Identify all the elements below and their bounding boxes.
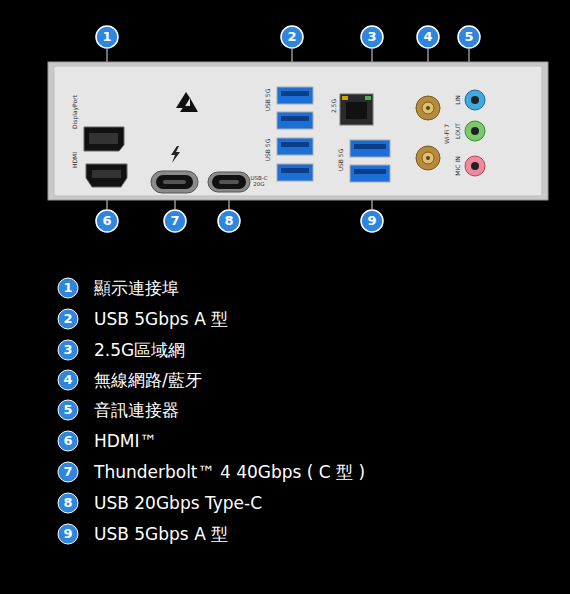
port-name: 2.5G區域網 xyxy=(94,341,185,360)
port-print: Wi-Fi 7 xyxy=(444,124,451,144)
callout-number: 1 xyxy=(102,30,111,44)
legend-number: 5 xyxy=(63,403,72,417)
legend-number: 6 xyxy=(63,434,72,448)
port-name: 顯示連接埠 xyxy=(94,279,179,298)
legend-number: 2 xyxy=(63,312,72,326)
callout-number: 5 xyxy=(464,30,473,44)
port-print: USB 5G xyxy=(265,139,272,162)
port-print: LOUT xyxy=(455,123,462,139)
port-name: HDMI™ xyxy=(94,432,157,451)
port-name: 無線網路/藍牙 xyxy=(94,371,202,390)
port-name: 音訊連接器 xyxy=(94,401,179,420)
port-print: MIC IN xyxy=(455,156,462,175)
port-print: DisplayPort xyxy=(72,95,79,129)
port-print: LIN xyxy=(455,95,462,105)
callout-number: 6 xyxy=(102,214,111,228)
legend-number: 9 xyxy=(63,527,72,541)
callout-number: 3 xyxy=(367,30,376,44)
port-name: USB 5Gbps A 型 xyxy=(94,525,228,544)
legend-number: 8 xyxy=(63,496,72,510)
legend-number: 7 xyxy=(63,465,72,479)
legend-number: 1 xyxy=(63,281,72,295)
callout-number: 7 xyxy=(170,214,179,228)
callout-number: 2 xyxy=(287,30,296,44)
legend-number: 4 xyxy=(63,373,72,387)
port-print: USB-C 20G xyxy=(248,175,270,187)
port-name: USB 5Gbps A 型 xyxy=(94,310,228,329)
port-name: USB 20Gbps Type-C xyxy=(94,494,262,513)
port-print: USB 5G xyxy=(265,89,272,112)
port-name: Thunderbolt™ 4 40Gbps ( C 型 ) xyxy=(94,463,365,482)
legend-number: 3 xyxy=(63,343,72,357)
callout-number: 9 xyxy=(367,214,376,228)
port-print: USB 5G xyxy=(338,149,345,172)
port-print: 2.5G xyxy=(331,99,338,113)
callout-number: 4 xyxy=(423,30,432,44)
callout-number: 8 xyxy=(224,214,233,228)
port-print: HDMI xyxy=(72,152,79,168)
